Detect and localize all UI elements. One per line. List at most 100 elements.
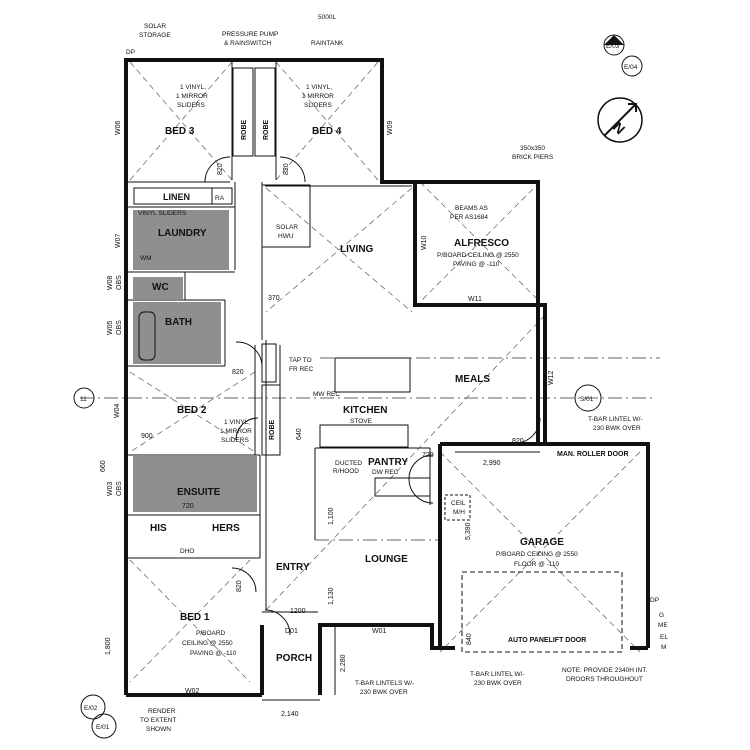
edge-label-me: ME [658,622,668,629]
room-label-living: LIVING [340,244,374,255]
room-label-his: HIS [150,523,167,534]
section-marker-e02 [80,694,117,739]
note-sliders-bed3-3: SLIDERS [177,102,205,109]
svg-text:OBS: OBS [116,275,123,290]
note-tbar-garage: T-BAR LINTEL W/- [470,671,525,678]
note-dho: DHO [180,548,194,555]
kitchen-bench [319,424,409,448]
section-marker-left [73,387,95,409]
svg-text:720: 720 [422,452,434,459]
svg-text:820: 820 [283,163,290,175]
note-tbar-lintels-2: 230 BWK OVER [360,689,408,696]
section-marker-e03 [603,34,643,77]
room-label-ra: RA [215,195,225,202]
note-solar-hwu: SOLAR [276,224,298,231]
note-solar-storage-2: STORAGE [139,32,171,39]
svg-text:660: 660 [100,460,107,472]
note-panelift: AUTO PANELIFT DOOR [508,637,586,644]
svg-text:820: 820 [512,438,524,445]
svg-text:W11: W11 [468,296,482,303]
laundry-floor [133,210,229,270]
room-label-wc: WC [152,282,169,293]
svg-text:W05: W05 [107,321,114,336]
note-ducted-2: R/HOOD [333,468,359,475]
bath-floor [133,302,221,364]
note-sliders-bed2: 1 VINYL, [224,419,250,426]
wc-floor [133,277,183,299]
svg-text:W06: W06 [115,121,122,136]
room-label-bed4: BED 4 [312,126,342,137]
room-label-bed3: BED 3 [165,126,195,137]
svg-text:N: N [610,119,628,137]
note-solar-hwu-2: HWU [278,233,294,240]
room-label-entry: ENTRY [276,562,310,573]
note-tbar-garage-top-2: 230 BWK OVER [593,425,641,432]
note-brick-piers-2: BRICK PIERS [512,154,554,161]
robe-label-1: ROBE [241,119,248,140]
room-label-alfresco: ALFRESCO [454,238,509,249]
svg-text:W01: W01 [372,628,387,635]
edge-label-el: EL [660,634,668,641]
svg-text:1200: 1200 [290,608,306,615]
note-vinyl-sliders: VINYL SLIDERS [138,210,187,217]
note-ceil: CEIL [451,500,466,507]
note-raintank: 5000L [318,14,336,21]
note-bed1-ceiling-2: CEILING @ 2550 [182,640,233,647]
svg-text:900: 900 [141,433,153,440]
room-label-ensuite: ENSUITE [177,487,221,498]
note-tap: TAP TO [289,357,312,364]
annotations: SOLAR STORAGE PRESSURE PUMP & RAINSWITCH… [80,14,668,733]
room-label-lounge: LOUNGE [365,554,408,565]
note-pressure-pump: PRESSURE PUMP [222,31,278,38]
garage-door-track [461,571,623,653]
room-label-kitchen: KITCHEN [343,405,387,416]
note-tbar-lintels: T-BAR LINTELS W/- [355,680,414,687]
note-sliders-bed3-2: 1 MIRROR [176,93,208,100]
note-alfresco-paving: PAVING @ -110 [453,261,500,268]
room-label-laundry: LAUNDRY [158,228,207,239]
room-label-linen: LINEN [163,192,190,202]
note-render-2: TO EXTENT [140,717,176,724]
section-label-e03: E/03 [606,43,620,50]
note-sliders-bed2-3: SLIDERS [221,437,249,444]
svg-text:1,130: 1,130 [328,587,335,605]
pantry-bench [374,477,431,497]
note-dw-rec: DW REC [372,469,399,476]
room-label-bath: BATH [165,317,192,328]
svg-text:W07: W07 [115,234,122,249]
note-interior-doors-2: DROORS THROUGHOUT [566,676,643,683]
note-bed1-paving: PAVING @ -110 [190,650,237,657]
svg-text:2,990: 2,990 [483,460,501,467]
note-sliders-bed4-3: SLIDERS [304,102,332,109]
dimension-lines [262,451,540,701]
section-label-e02: E/02 [84,705,98,712]
svg-text:W02: W02 [185,688,200,695]
note-garage-ceiling: P/BOARD CEILING @ 2550 [496,551,578,558]
edge-label-dp: DP [650,597,659,604]
svg-text:W04: W04 [114,404,121,419]
svg-text:720: 720 [182,503,194,510]
section-label-e04: E/04 [624,64,638,71]
svg-text:OBS: OBS [116,320,123,335]
room-label-meals: MEALS [455,374,490,385]
section-label-e01: E/01 [96,724,110,731]
note-render: RENDER [148,708,176,715]
svg-text:2,140: 2,140 [281,711,299,718]
svg-text:820: 820 [232,369,244,376]
note-dp-top: DP [126,49,135,56]
note-stove: STOVE [350,418,373,425]
robe-label-3: ROBE [269,419,276,440]
robe-label-2: ROBE [263,119,270,140]
north-arrow-icon: N [597,97,643,143]
room-label-hers: HERS [212,523,240,534]
note-solar-storage: SOLAR [144,23,166,30]
ceiling-manhole [444,494,471,521]
kitchen-island [334,357,411,393]
section-label-left: 11 [80,396,87,403]
note-beams-2: PER AS1684 [450,214,488,221]
note-interior-doors: NOTE: PROVIDE 2340H INT. [562,667,647,674]
note-sliders-bed3: 1 VINYL, [180,84,206,91]
room-label-pantry: PANTRY [368,457,408,468]
